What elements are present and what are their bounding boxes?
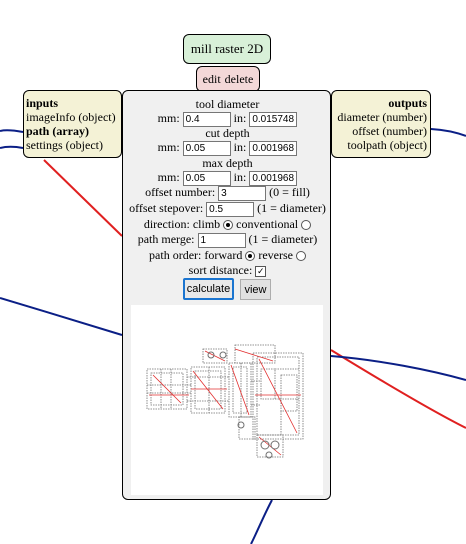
offset-stepover-input[interactable]: 0.5 [206,201,255,217]
input-path[interactable]: path (array) [26,124,89,138]
edit-delete-box: edit delete [196,66,260,92]
toolpath-preview [131,305,323,495]
node-title[interactable]: mill raster 2D [183,34,271,64]
direction-climb-radio[interactable] [223,220,234,231]
max-depth-in-input[interactable]: 0.001968 [249,170,298,186]
wire-top-right [430,128,466,137]
wire-left-long [0,297,123,336]
view-button[interactable]: view [240,279,271,300]
inputs-heading: inputs [26,96,59,110]
wire-red-right [330,349,466,429]
path-order-forward-radio[interactable] [245,251,256,262]
max-depth-mm-input[interactable]: 0.05 [182,170,231,186]
wire-right-middle [330,355,466,381]
max-depth-label: max depth [202,156,253,170]
wire-red-left [43,159,123,237]
cut-depth-in-input[interactable]: 0.001968 [249,140,298,156]
wire-left-top [0,129,24,133]
path-order-row: path order: forward reverse [123,248,332,262]
max-depth-row: mm: 0.05 in: 0.001968 [123,170,332,186]
wire-left-lower [0,145,24,149]
sort-distance-checkbox[interactable]: ✓ [255,265,267,277]
direction-conventional-radio[interactable] [301,220,312,231]
output-toolpath[interactable]: toolpath (object) [347,138,427,152]
cut-depth-row: mm: 0.05 in: 0.001968 [123,140,332,156]
direction-row: direction: climb conventional [123,217,332,231]
path-merge-row: path merge: 1 (1 = diameter) [137,232,318,248]
cut-depth-label: cut depth [205,126,250,140]
input-imageinfo[interactable]: imageInfo (object) [26,110,116,124]
tool-diameter-label: tool diameter [195,97,260,111]
offset-number-row: offset number: 3 (0 = fill) [145,185,310,201]
toolpath-drawing [146,344,304,459]
outputs-heading: outputs [388,96,427,110]
offset-number-input[interactable]: 3 [218,185,267,201]
offset-stepover-row: offset stepover: 0.5 (1 = diameter) [129,201,326,217]
path-merge-input[interactable]: 1 [197,232,246,248]
edit-link[interactable]: edit [202,71,221,86]
tool-diameter-in-input[interactable]: 0.015748 [249,111,298,127]
cut-depth-mm-input[interactable]: 0.05 [182,140,231,156]
calculate-button[interactable]: calculate [183,278,234,300]
tool-diameter-row: mm: 0.4 in: 0.015748 [123,111,332,127]
output-diameter[interactable]: diameter (number) [337,110,427,124]
delete-link[interactable]: delete [224,71,254,86]
inputs-panel: inputs imageInfo (object) path (array) s… [23,90,122,158]
outputs-panel: outputs diameter (number) offset (number… [331,90,431,158]
output-offset[interactable]: offset (number) [352,124,427,138]
path-order-reverse-radio[interactable] [295,251,306,262]
settings-panel: tool diameter mm: 0.4 in: 0.015748 cut d… [122,90,331,500]
wire-bottom [250,499,273,544]
tool-diameter-mm-input[interactable]: 0.4 [182,111,231,127]
sort-distance-row: sort distance: ✓ [188,263,267,277]
input-settings[interactable]: settings (object) [26,138,103,152]
